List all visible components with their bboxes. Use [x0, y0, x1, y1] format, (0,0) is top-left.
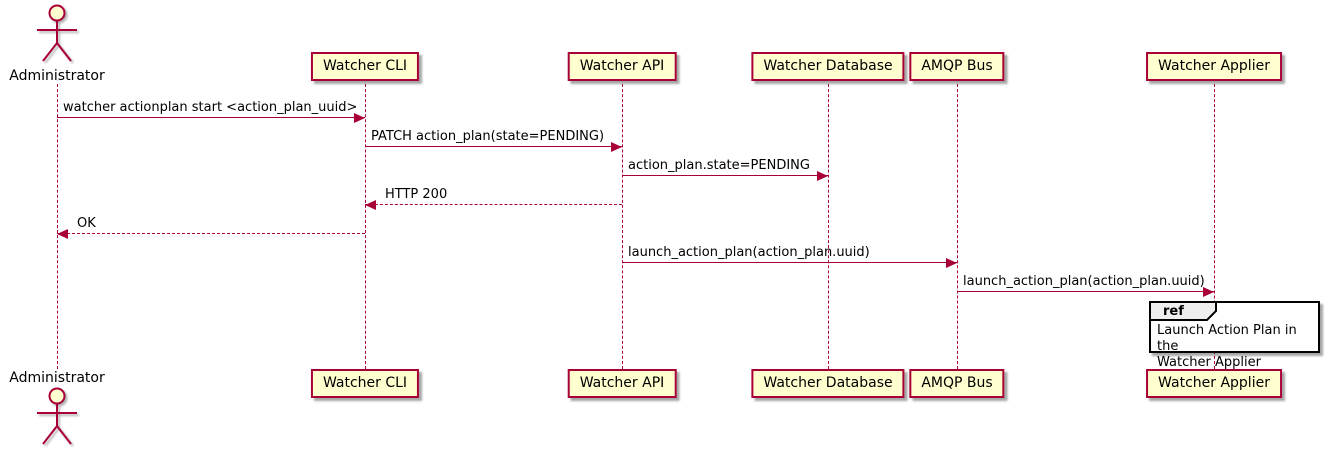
message-4-label: HTTP 200 [385, 187, 448, 202]
message-6-label: launch_action_plan(action_plan.uuid) [628, 245, 870, 260]
message-4-line [365, 204, 622, 205]
lifeline-watcher-applier [1214, 84, 1215, 369]
message-3-arrowhead [817, 171, 828, 181]
message-7-label: launch_action_plan(action_plan.uuid) [963, 274, 1205, 289]
message-2-arrowhead [611, 142, 622, 152]
message-7-arrowhead [1203, 287, 1214, 297]
message-1-arrowhead [354, 113, 365, 123]
ref-keyword-label: ref [1163, 304, 1184, 319]
lifeline-administrator [57, 84, 58, 369]
message-2-label: PATCH action_plan(state=PENDING) [371, 129, 605, 144]
message-1-label: watcher actionplan start <action_plan_uu… [63, 100, 358, 115]
participant-watcher-applier-top: Watcher Applier [1146, 52, 1282, 81]
actor-label-administrator-bottom: Administrator [9, 370, 105, 386]
message-5-line [57, 233, 365, 234]
message-6-arrowhead [946, 258, 957, 268]
ref-text: Launch Action Plan in the Watcher Applie… [1157, 323, 1297, 370]
message-3-line [622, 175, 828, 176]
lifeline-amqp-bus [957, 84, 958, 369]
participant-watcher-api-bottom: Watcher API [567, 369, 677, 398]
participant-amqp-bus-top: AMQP Bus [909, 52, 1005, 81]
participant-watcher-database-top: Watcher Database [751, 52, 905, 81]
actor-icon-administrator-bottom [34, 386, 80, 450]
actor-label-administrator-top: Administrator [9, 68, 105, 84]
message-3-label: action_plan.state=PENDING [628, 158, 810, 173]
lifeline-watcher-database [828, 84, 829, 369]
ref-tab [1149, 301, 1219, 326]
lifeline-watcher-cli [365, 84, 366, 369]
message-5-label: OK [77, 216, 96, 231]
participant-watcher-database-bottom: Watcher Database [751, 369, 905, 398]
message-2-line [365, 146, 622, 147]
message-5-arrowhead [57, 229, 68, 239]
participant-watcher-api-top: Watcher API [567, 52, 677, 81]
participant-amqp-bus-bottom: AMQP Bus [909, 369, 1005, 398]
participant-watcher-applier-bottom: Watcher Applier [1146, 369, 1282, 398]
actor-icon-administrator-top [34, 3, 80, 67]
message-1-line [57, 117, 365, 118]
participant-watcher-cli-bottom: Watcher CLI [310, 369, 420, 398]
message-4-arrowhead [365, 200, 376, 210]
message-6-line [622, 262, 957, 263]
participant-watcher-cli-top: Watcher CLI [310, 52, 420, 81]
message-7-line [957, 291, 1214, 292]
lifeline-watcher-api [622, 84, 623, 369]
